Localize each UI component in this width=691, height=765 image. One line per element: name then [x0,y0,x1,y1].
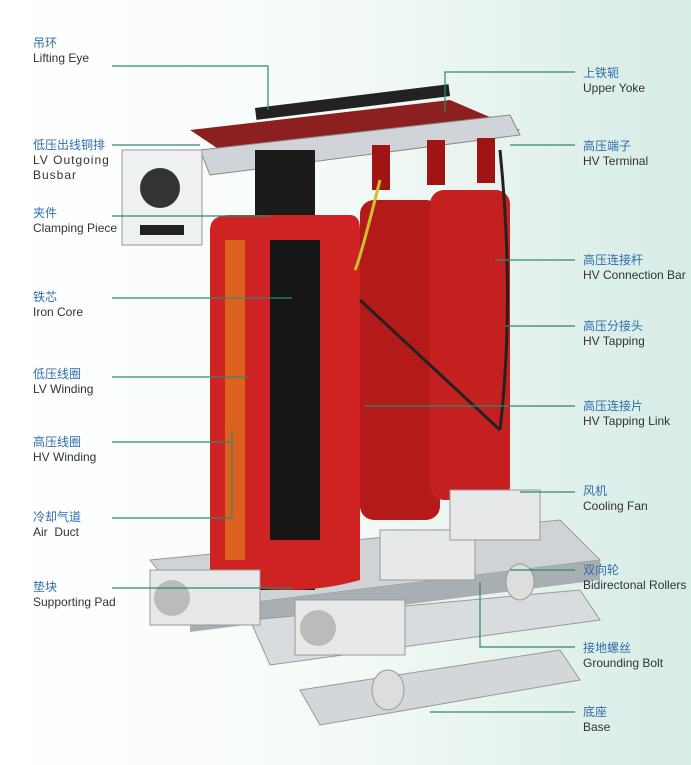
label-en: LV Winding [33,382,94,396]
label-zh: 冷却气道 [33,510,82,524]
label-zh: 吊环 [33,36,58,50]
label-zh: 高压端子 [583,139,632,153]
label-zh: 铁芯 [33,290,58,304]
label-en: Iron Core [33,305,84,319]
cooling-fans [149,489,541,656]
label-zh: 垫块 [33,580,58,594]
hv-terminals [353,138,509,432]
label-en: Clamping Piece [33,221,118,235]
label-zh: 上铁轭 [583,66,620,80]
label-en: Air Duct [33,525,80,539]
label-en: Base [583,720,611,734]
label-en: HV Tapping Link [583,414,671,428]
label-zh: 高压分接头 [583,319,644,333]
label-zh: 低压线圈 [33,367,82,381]
label-zh: 夹件 [33,206,58,220]
label-en: Bidirectonal Rollers [583,578,687,592]
label-zh: 底座 [583,705,608,719]
leader-lines [112,65,575,713]
label-en: Lifting Eye [33,51,90,65]
upper-yoke [190,84,521,176]
label-en: HV Tapping [583,334,645,348]
label-zh: 高压线圈 [33,435,82,449]
label-en: Supporting Pad [33,595,116,609]
label-zh: 低压出线铜排 [33,138,106,152]
label-en: HV Connection Bar [583,268,686,282]
label-en: HV Terminal [583,154,649,168]
label-zh: 接地螺丝 [583,641,632,655]
lv-busbar-box [121,149,203,246]
label-zh: 双向轮 [583,563,620,577]
label-en: Grounding Bolt [583,656,664,670]
label-en: Upper Yoke [583,81,646,95]
label-zh: 风机 [583,484,608,498]
label-zh: 高压连接杆 [583,253,644,267]
label-zh: 高压连接片 [583,399,644,413]
label-en: LV Outgoing Busbar [33,153,110,182]
label-en: Cooling Fan [583,499,648,513]
coils [210,190,510,590]
rollers [371,563,535,711]
label-en: HV Winding [33,450,97,464]
